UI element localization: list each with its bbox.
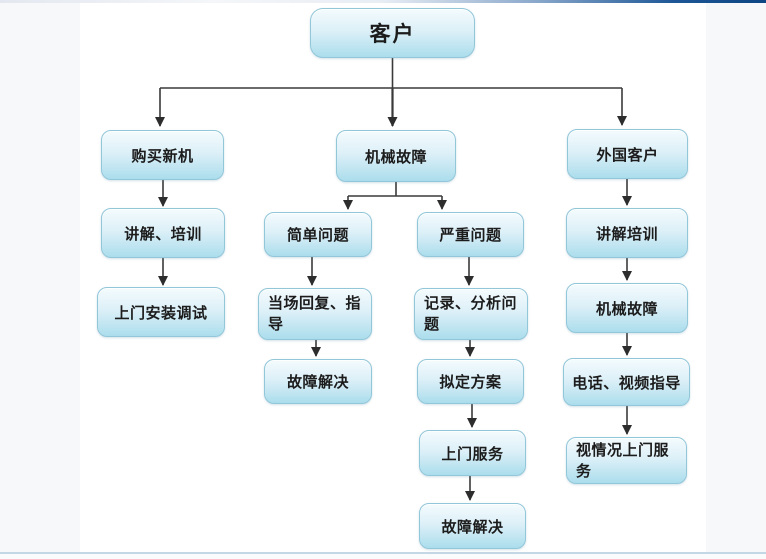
node-label: 讲解培训 xyxy=(595,225,658,243)
node-label: 外国客户 xyxy=(596,146,659,164)
node-foreign-customer: 外国客户 xyxy=(567,129,688,179)
node-fault-resolved-simple: 故障解决 xyxy=(264,359,372,404)
node-label: 电话、视频指导 xyxy=(572,374,681,392)
top-border-line xyxy=(0,0,766,3)
node-mechanical-fault-foreign: 机械故障 xyxy=(566,283,688,333)
node-label: 简单问题 xyxy=(286,227,349,244)
node-training-foreign: 讲解培训 xyxy=(566,208,688,258)
node-onsite-service-case: 视情况上门服务 xyxy=(566,437,687,484)
node-mechanical-fault: 机械故障 xyxy=(336,130,456,182)
node-customer: 客户 xyxy=(310,8,475,58)
node-label: 上门安装调试 xyxy=(114,304,208,322)
node-label: 拟定方案 xyxy=(439,374,502,391)
node-label: 讲解、培训 xyxy=(124,225,202,243)
node-fault-resolved-serious: 故障解决 xyxy=(419,503,526,549)
node-label: 机械故障 xyxy=(595,300,658,318)
node-label: 当场回复、指导 xyxy=(268,295,362,333)
node-label: 视情况上门服务 xyxy=(576,441,670,480)
node-label: 机械故障 xyxy=(364,148,427,166)
node-training: 讲解、培训 xyxy=(101,208,225,258)
node-label: 客户 xyxy=(369,23,416,46)
node-label: 严重问题 xyxy=(439,227,502,244)
node-onsite-reply-guide: 当场回复、指导 xyxy=(258,288,372,340)
node-label: 故障解决 xyxy=(286,374,349,391)
node-draft-plan: 拟定方案 xyxy=(417,359,524,404)
below-divider-strip xyxy=(0,554,766,559)
node-serious-problem: 严重问题 xyxy=(417,212,524,257)
bottom-divider-line xyxy=(0,552,766,554)
node-label: 上门服务 xyxy=(441,445,504,463)
node-buy-new-machine: 购买新机 xyxy=(101,130,224,180)
node-simple-problem: 简单问题 xyxy=(264,212,372,257)
node-record-analyze-problem: 记录、分析问题 xyxy=(414,288,528,340)
node-label: 购买新机 xyxy=(131,147,194,165)
node-onsite-install-debug: 上门安装调试 xyxy=(97,287,225,337)
node-label: 故障解决 xyxy=(441,518,504,536)
node-phone-video-guide: 电话、视频指导 xyxy=(563,358,690,406)
node-onsite-service: 上门服务 xyxy=(419,430,526,476)
node-label: 记录、分析问题 xyxy=(424,295,518,333)
